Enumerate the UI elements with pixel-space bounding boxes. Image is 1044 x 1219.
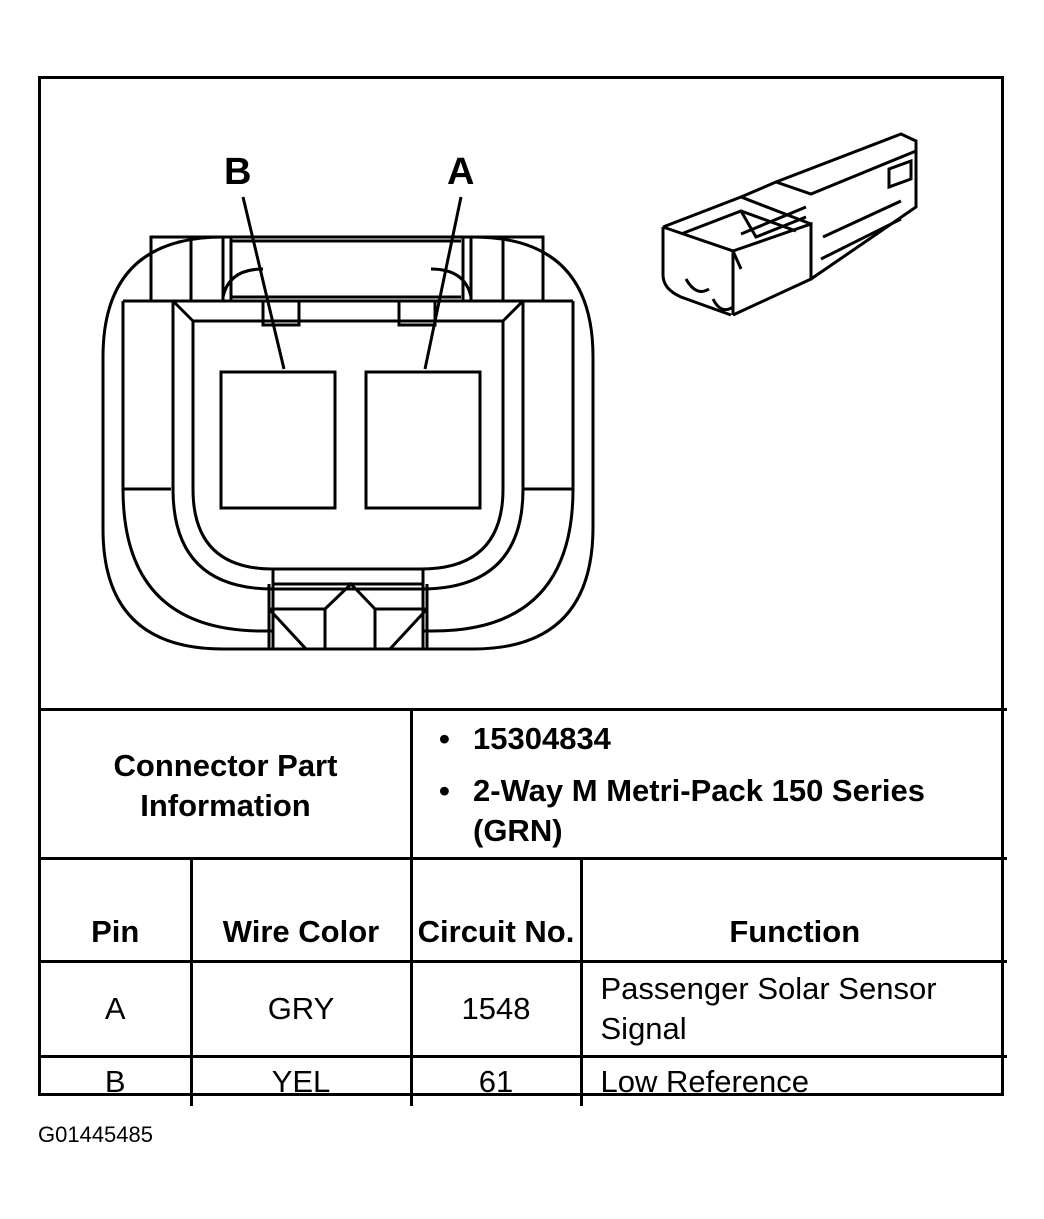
- pin-a-callout: A: [447, 151, 474, 193]
- connector-drawing: B A: [101, 132, 918, 651]
- connector-type: 2-Way M Metri-Pack 150 Series (GRN): [439, 771, 993, 851]
- figure-id: G01445485: [38, 1122, 153, 1147]
- wire-color-cell: YEL: [189, 1055, 413, 1106]
- pin-cell: A: [41, 960, 193, 1058]
- header-pin: Pin: [41, 857, 193, 963]
- connector-info-label-text: Connector Part Information: [113, 747, 338, 823]
- diagram-frame: B A Connector: [38, 76, 1007, 1106]
- connector-info-list: 15304834 2-Way M Metri-Pack 150 Series (…: [413, 711, 1007, 860]
- circuit-cell: 61: [409, 1055, 583, 1106]
- wire-color-cell: GRY: [189, 960, 413, 1058]
- terminal-cavity-b: [219, 370, 337, 510]
- pin-cell: B: [41, 1055, 193, 1106]
- part-number: 15304834: [439, 719, 993, 759]
- header-wire-color: Wire Color: [189, 857, 413, 963]
- connector-part-information: Connector Part Information 15304834 2-Wa…: [41, 708, 1007, 860]
- connector-diagram: B A: [41, 79, 1007, 711]
- circuit-cell: 1548: [409, 960, 583, 1058]
- header-function: Function: [579, 857, 1007, 963]
- connector-perspective-view: [661, 132, 918, 317]
- pin-table: Pin Wire Color Circuit No. Function A GR…: [41, 857, 1007, 1106]
- pin-b-leader-line: [241, 196, 286, 370]
- terminal-cavity-a: [364, 370, 482, 510]
- function-cell: Low Reference: [579, 1055, 1007, 1106]
- table-row: A GRY 1548 Passenger Solar Sensor Signal: [41, 960, 1007, 1058]
- table-row: B YEL 61 Low Reference: [41, 1055, 1007, 1106]
- function-cell: Passenger Solar Sensor Signal: [579, 960, 1007, 1058]
- connector-info-label: Connector Part Information: [41, 711, 413, 860]
- header-circuit-no: Circuit No.: [409, 857, 583, 963]
- pin-a-leader-line: [423, 196, 463, 370]
- pin-table-header: Pin Wire Color Circuit No. Function: [41, 857, 1007, 963]
- pin-b-callout: B: [224, 151, 251, 193]
